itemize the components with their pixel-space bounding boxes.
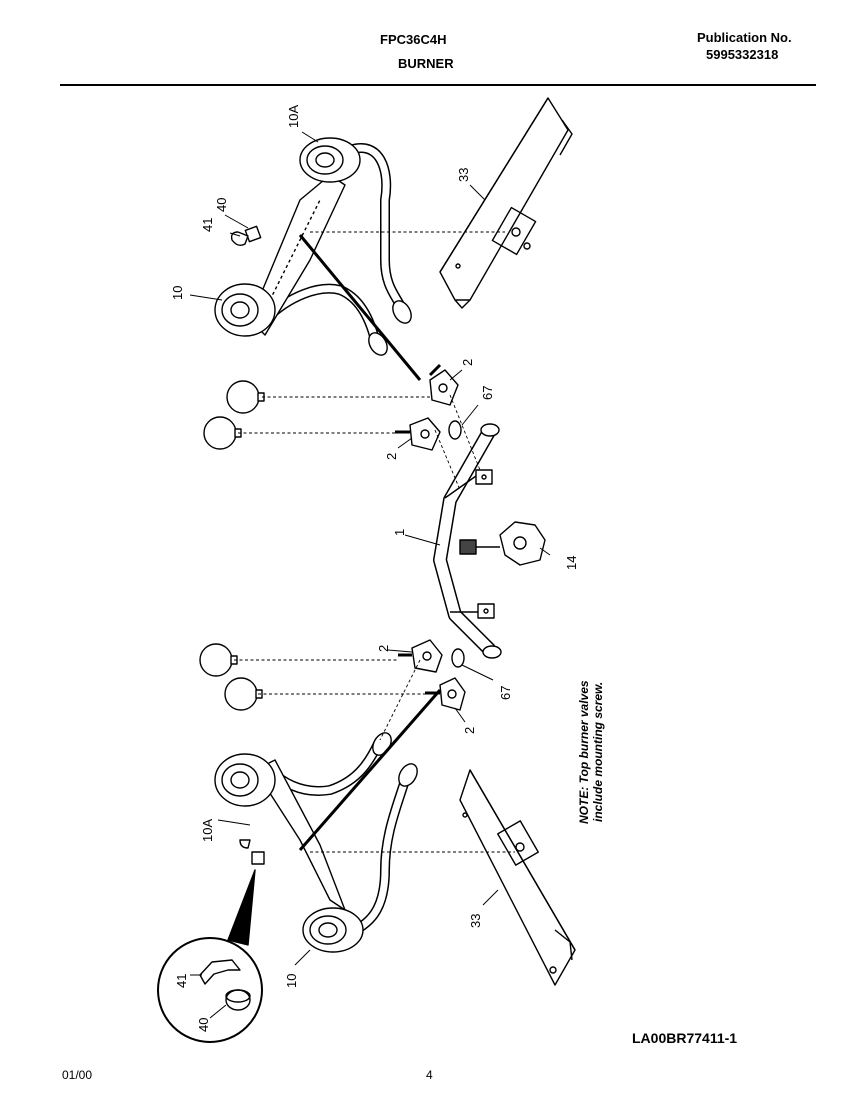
publication-number: 5995332318 xyxy=(706,47,779,62)
burner-assembly-bottom xyxy=(214,689,442,953)
valves xyxy=(395,363,466,711)
callout-40-top: 40 xyxy=(214,198,229,212)
callout-41-inset: 41 xyxy=(174,974,189,988)
valve-top-upper xyxy=(428,363,459,406)
callout-33-top: 33 xyxy=(456,168,471,182)
callout-14: 14 xyxy=(564,556,579,570)
callout-2-c: 2 xyxy=(376,645,391,652)
valve-bottom-lower xyxy=(425,677,466,711)
callout-2-d: 2 xyxy=(462,727,477,734)
bracket-33-top xyxy=(439,97,573,309)
model-number: FPC36C4H xyxy=(380,32,447,47)
note-line-1: NOTE: Top burner valves xyxy=(577,680,591,824)
valve-top-lower xyxy=(395,417,441,451)
callout-leaders xyxy=(189,131,551,1019)
callout-67-top: 67 xyxy=(480,386,495,400)
bracket-33-bottom xyxy=(459,769,576,986)
header-rule xyxy=(60,84,816,86)
inset-detail xyxy=(157,869,263,1043)
valve-bottom-upper xyxy=(398,639,443,673)
callout-41-top: 41 xyxy=(200,218,215,232)
manifold-pipe xyxy=(433,423,502,659)
callout-10-top: 10 xyxy=(170,286,185,300)
callout-2-b: 2 xyxy=(384,453,399,460)
callout-33-bottom: 33 xyxy=(468,914,483,928)
callout-10-bottom: 10 xyxy=(284,974,299,988)
callout-10a-top: 10A xyxy=(286,105,301,128)
callout-10a-bottom: 10A xyxy=(200,819,215,842)
regulator-14 xyxy=(459,521,546,566)
callout-40-inset: 40 xyxy=(196,1018,211,1032)
footer-date: 01/00 xyxy=(62,1068,93,1082)
burner-assembly-top xyxy=(214,137,422,381)
leader-lines xyxy=(234,231,515,853)
publication-label: Publication No. xyxy=(697,30,792,45)
callout-67-bottom: 67 xyxy=(498,686,513,700)
note-line-2: include mounting screw. xyxy=(591,682,605,822)
callout-2-a: 2 xyxy=(460,359,475,366)
diagram-id: LA00BR77411-1 xyxy=(632,1030,738,1046)
page-number: 4 xyxy=(426,1068,433,1082)
section-title: BURNER xyxy=(398,56,454,71)
callout-1: 1 xyxy=(392,529,407,536)
knobs xyxy=(199,380,265,711)
